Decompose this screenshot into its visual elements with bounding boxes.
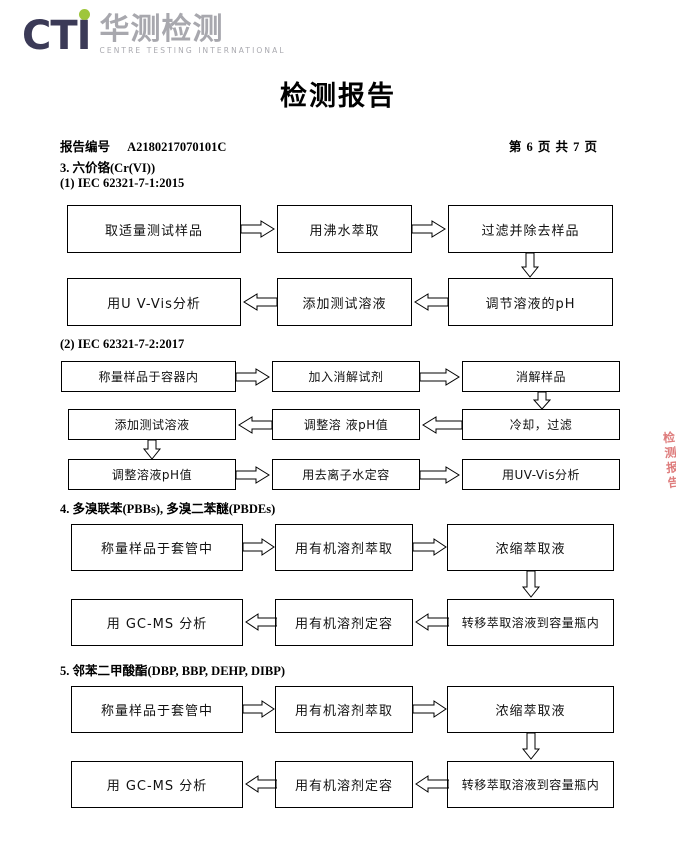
flow-box: 称量样品于套管中 bbox=[71, 524, 243, 571]
arrow-right-icon bbox=[243, 700, 275, 718]
flow-box: 用U V-Vis分析 bbox=[67, 278, 241, 326]
flow-box: 添加测试溶液 bbox=[277, 278, 412, 326]
flow-box: 冷却，过滤 bbox=[462, 409, 620, 440]
flow-box: 浓缩萃取液 bbox=[447, 686, 614, 733]
arrow-left-icon bbox=[245, 613, 277, 631]
arrow-right-icon bbox=[413, 700, 447, 718]
arrow-left-icon bbox=[245, 775, 277, 793]
flow-box: 调整溶 液pH值 bbox=[272, 409, 420, 440]
section-heading-pbb-pbde: 4. 多溴联苯(PBBs), 多溴二苯醚(PBDEs) bbox=[60, 502, 276, 516]
arrow-right-icon bbox=[412, 220, 446, 238]
arrow-left-icon bbox=[414, 293, 448, 311]
flow-box: 用沸水萃取 bbox=[277, 205, 412, 253]
logo-tagline: CENTRE TESTING INTERNATIONAL bbox=[99, 46, 286, 55]
flow-box: 过滤并除去样品 bbox=[448, 205, 613, 253]
logo-acronym-text: CTI bbox=[22, 13, 92, 59]
flow-box: 用 GC-MS 分析 bbox=[71, 599, 243, 646]
logo-acronym: CTI bbox=[22, 9, 92, 59]
logo-green-dot-icon bbox=[78, 9, 90, 20]
section-heading-cr6: 3. 六价铬(Cr(VI)) bbox=[60, 161, 156, 175]
flow-box: 用有机溶剂萃取 bbox=[275, 524, 413, 571]
arrow-right-icon bbox=[420, 368, 460, 386]
arrow-down-icon bbox=[142, 440, 162, 460]
company-logo: CTI 华测检测 CENTRE TESTING INTERNATIONAL bbox=[22, 6, 286, 56]
flow-box: 用有机溶剂萃取 bbox=[275, 686, 413, 733]
section-heading-phthalates: 5. 邻苯二甲酸酯(DBP, BBP, DEHP, DIBP) bbox=[60, 664, 286, 678]
report-number-label: 报告编号 bbox=[60, 140, 111, 154]
flow-box: 称量样品于容器内 bbox=[61, 361, 236, 392]
flow-box: 用UV-Vis分析 bbox=[462, 459, 620, 490]
flow-box: 用有机溶剂定容 bbox=[275, 599, 413, 646]
flow-box: 消解样品 bbox=[462, 361, 620, 392]
page-indicator: 第 6 页 共 7 页 bbox=[508, 140, 598, 154]
arrow-right-icon bbox=[243, 538, 275, 556]
logo-chinese-name: 华测检测 bbox=[99, 12, 224, 47]
arrow-left-icon bbox=[415, 775, 449, 793]
report-number: 报告编号 A2180217070101C bbox=[60, 136, 226, 155]
flow-box: 添加测试溶液 bbox=[68, 409, 236, 440]
arrow-down-icon bbox=[520, 253, 540, 278]
arrow-down-icon bbox=[521, 733, 541, 760]
page-title: 检测报告 bbox=[280, 81, 396, 111]
arrow-right-icon bbox=[241, 220, 275, 238]
arrow-down-icon bbox=[521, 571, 541, 598]
flow-box: 加入消解试剂 bbox=[272, 361, 420, 392]
flow-box: 转移萃取溶液到容量瓶内 bbox=[447, 599, 614, 646]
arrow-right-icon bbox=[236, 466, 270, 484]
flow-box: 调整溶液pH值 bbox=[68, 459, 236, 490]
red-watermark-stamp: 检测报告 bbox=[660, 430, 676, 492]
flow-box: 取适量测试样品 bbox=[67, 205, 241, 253]
arrow-left-icon bbox=[243, 293, 277, 311]
flow-box: 用去离子水定容 bbox=[272, 459, 420, 490]
flow-box: 称量样品于套管中 bbox=[71, 686, 243, 733]
arrow-down-icon bbox=[532, 392, 552, 410]
arrow-left-icon bbox=[238, 416, 272, 434]
arrow-right-icon bbox=[236, 368, 270, 386]
flow-box: 调节溶液的pH bbox=[448, 278, 613, 326]
arrow-left-icon bbox=[422, 416, 462, 434]
arrow-right-icon bbox=[420, 466, 460, 484]
report-number-value: A2180217070101C bbox=[127, 140, 227, 154]
arrow-left-icon bbox=[415, 613, 449, 631]
flow-box: 用有机溶剂定容 bbox=[275, 761, 413, 808]
section-subheading-iec-7-1: (1) IEC 62321-7-1:2015 bbox=[60, 176, 185, 190]
flow-box: 转移萃取溶液到容量瓶内 bbox=[447, 761, 614, 808]
arrow-right-icon bbox=[413, 538, 447, 556]
flow-box: 浓缩萃取液 bbox=[447, 524, 614, 571]
flow-box: 用 GC-MS 分析 bbox=[71, 761, 243, 808]
section-subheading-iec-7-2: (2) IEC 62321-7-2:2017 bbox=[60, 337, 185, 351]
